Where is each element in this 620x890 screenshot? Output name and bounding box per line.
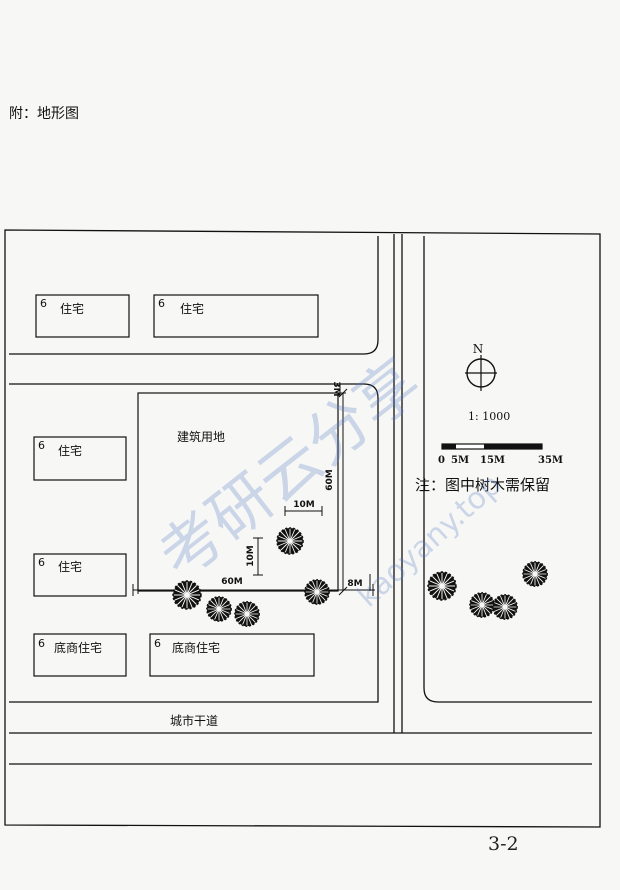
dim-tree-offset-y: 10M: [246, 545, 256, 567]
map-heading: 附：地形图: [9, 106, 79, 122]
building-floors: 6: [154, 637, 161, 650]
tree-icon: [304, 579, 330, 605]
building-floors: 6: [40, 297, 47, 310]
road-lines: [4, 229, 601, 828]
building-2: 6 住宅: [153, 294, 319, 338]
scale-segment-1: [442, 444, 456, 449]
dim-site-height: 60M: [325, 469, 335, 491]
scale-tick-0: 0: [438, 455, 445, 466]
map-frame: [4, 229, 601, 828]
building-6: 6 底商住宅: [149, 633, 315, 677]
building-label: 住宅: [60, 301, 84, 316]
building-label: 住宅: [58, 559, 82, 574]
tree-icon: [276, 527, 304, 555]
tree-note: 注：图中树木需保留: [415, 476, 550, 494]
building-floors: 6: [38, 556, 45, 569]
block-top-left-edge: [9, 236, 379, 355]
building-5: 6 底商住宅: [33, 633, 127, 677]
scale-tick-35: 35M: [538, 455, 563, 466]
scale-bar: 1: 1000 0 5M 15M 35M: [438, 410, 563, 466]
road-label: 城市干道: [170, 713, 218, 728]
building-floors: 6: [38, 439, 45, 452]
building-4: 6 住宅: [33, 553, 127, 597]
tree-icon: [492, 594, 518, 620]
page-number: 3-2: [488, 833, 519, 855]
tree-icon: [234, 601, 260, 627]
building-site: 建筑用地: [137, 392, 339, 592]
tree-icon: [206, 596, 232, 622]
dim-line-right-setback: [337, 574, 371, 591]
scale-segment-3: [484, 444, 542, 449]
tree-icon: [427, 571, 457, 601]
scale-tick-5: 5M: [451, 455, 469, 466]
tree-icon: [522, 561, 548, 587]
north-arrow: N: [465, 342, 497, 391]
block-middle-left-edge: [9, 383, 379, 703]
compass-cross: [465, 355, 497, 391]
building-3: 6 住宅: [33, 436, 127, 481]
building-floors: 6: [38, 637, 45, 650]
scale-tick-15: 15M: [480, 455, 505, 466]
dim-line-tree-y: [253, 537, 263, 576]
block-right-edge: [423, 236, 592, 703]
dim-tree-offset-x: 10M: [293, 500, 315, 510]
dim-top-setback: 3M: [331, 381, 341, 396]
building-1: 6 住宅: [35, 294, 130, 338]
building-label: 底商住宅: [54, 640, 102, 655]
site-label: 建筑用地: [177, 429, 225, 444]
dim-line-tree-x: [284, 506, 323, 516]
existing-buildings: 6 住宅 6 住宅 6 住宅 6 住宅 6 底商住宅 6 底商住宅: [33, 294, 319, 677]
dim-site-width: 60M: [221, 577, 243, 587]
building-label: 住宅: [58, 443, 82, 458]
dim-right-setback: 8M: [347, 579, 362, 589]
building-floors: 6: [158, 297, 165, 310]
scale-ratio: 1: 1000: [468, 410, 510, 423]
building-label: 底商住宅: [172, 640, 220, 655]
north-letter: N: [473, 342, 484, 356]
tree-icon: [469, 592, 495, 618]
building-label: 住宅: [180, 301, 204, 316]
